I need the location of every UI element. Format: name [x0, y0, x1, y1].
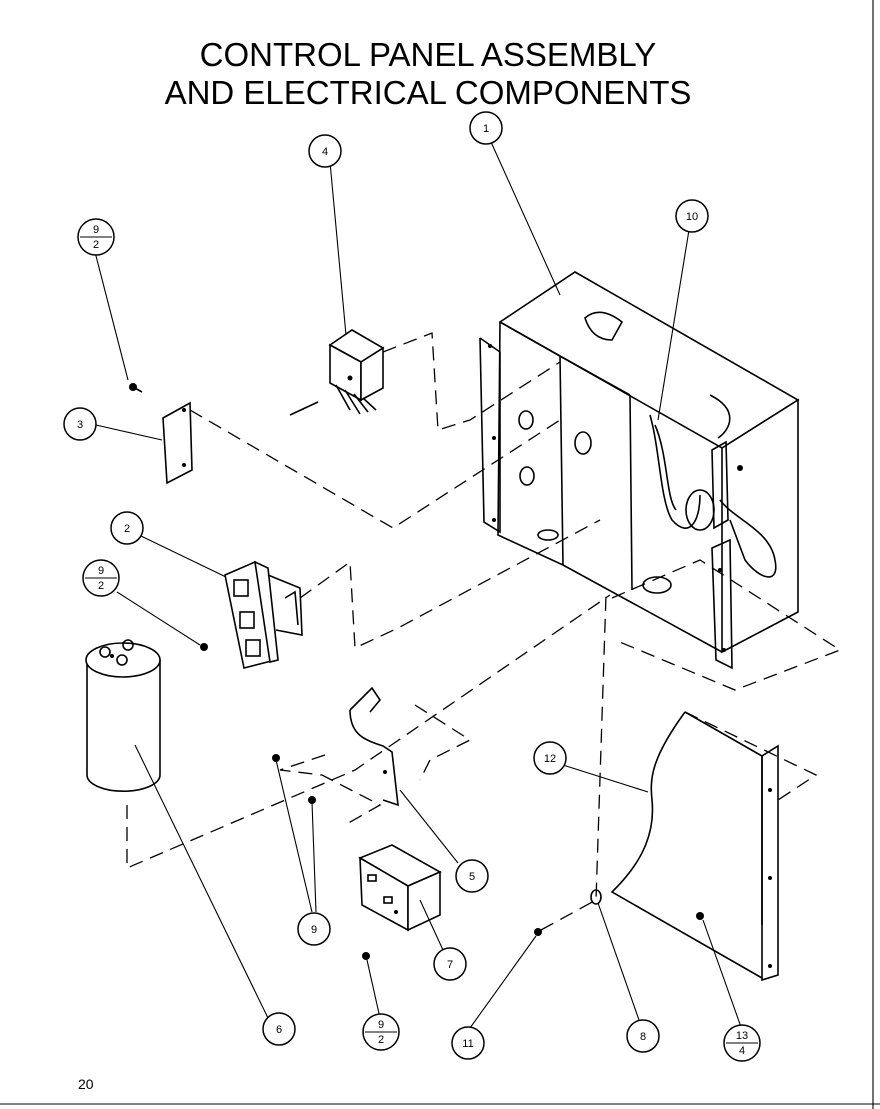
- washer-11: [534, 928, 542, 936]
- transformer-component: [358, 844, 442, 960]
- fraction-callout-bottom-right: 13 4: [723, 1024, 761, 1062]
- fraction-callout-bottom: 9 2: [362, 1013, 400, 1051]
- screw-upper: [272, 754, 280, 762]
- svg-text:9: 9: [93, 224, 99, 236]
- contactor-mount-outline: [299, 519, 601, 649]
- svg-text:9: 9: [98, 565, 104, 577]
- capacitor-mount-line: [126, 594, 611, 869]
- svg-text:11: 11: [462, 1038, 473, 1050]
- callout-2: 2: [110, 511, 144, 545]
- clamp-outline-lower: [279, 754, 382, 826]
- callout-11: 11: [451, 1026, 485, 1060]
- svg-text:6: 6: [276, 1024, 282, 1036]
- diagram-title-line-2: AND ELECTRICAL COMPONENTS: [165, 74, 692, 111]
- relay-mount-outline: [382, 332, 561, 431]
- screw-13: [696, 912, 704, 920]
- callout-5: 5: [455, 859, 489, 893]
- callout-4: 4: [308, 134, 342, 168]
- svg-text:10: 10: [686, 211, 698, 223]
- mounting-bracket: [129, 383, 193, 485]
- capacitor-clamp: [349, 686, 399, 807]
- fastener-alignment-line: [540, 594, 607, 931]
- cover-panel: [610, 711, 818, 982]
- callout-9: 9: [297, 912, 331, 946]
- svg-text:2: 2: [124, 523, 130, 535]
- svg-text:5: 5: [469, 871, 475, 883]
- svg-text:9: 9: [378, 1019, 384, 1031]
- screw-lower: [308, 796, 316, 804]
- leader-lines: [94, 141, 742, 1029]
- fraction-callout-mid-left: 9 2: [82, 559, 120, 597]
- callout-7: 7: [433, 947, 467, 981]
- svg-text:2: 2: [98, 580, 104, 592]
- control-box: [479, 271, 800, 670]
- diagram-title-line-1: CONTROL PANEL ASSEMBLY: [200, 36, 657, 73]
- fraction-callout-top-left: 9 2: [77, 218, 115, 256]
- callout-12: 12: [533, 741, 567, 775]
- svg-text:1: 1: [483, 123, 489, 135]
- relay-component: [289, 329, 385, 416]
- svg-text:2: 2: [93, 239, 99, 251]
- svg-text:13: 13: [736, 1030, 748, 1042]
- callout-6: 6: [262, 1012, 296, 1046]
- capacitor-component: [85, 639, 161, 792]
- callout-10: 10: [675, 199, 709, 233]
- svg-text:9: 9: [311, 924, 317, 936]
- svg-text:4: 4: [322, 146, 328, 158]
- clamp-outline: [414, 704, 472, 781]
- svg-text:12: 12: [544, 753, 556, 765]
- page-number: 20: [78, 1076, 94, 1092]
- svg-text:2: 2: [378, 1034, 384, 1046]
- callout-8: 8: [626, 1019, 660, 1053]
- callout-3: 3: [63, 407, 97, 441]
- contactor-component: [200, 560, 303, 669]
- svg-text:7: 7: [447, 959, 453, 971]
- svg-text:8: 8: [640, 1031, 646, 1043]
- svg-text:3: 3: [77, 419, 83, 431]
- bracket-mount-line: [189, 409, 561, 529]
- svg-text:4: 4: [739, 1045, 745, 1057]
- callout-1: 1: [469, 111, 503, 145]
